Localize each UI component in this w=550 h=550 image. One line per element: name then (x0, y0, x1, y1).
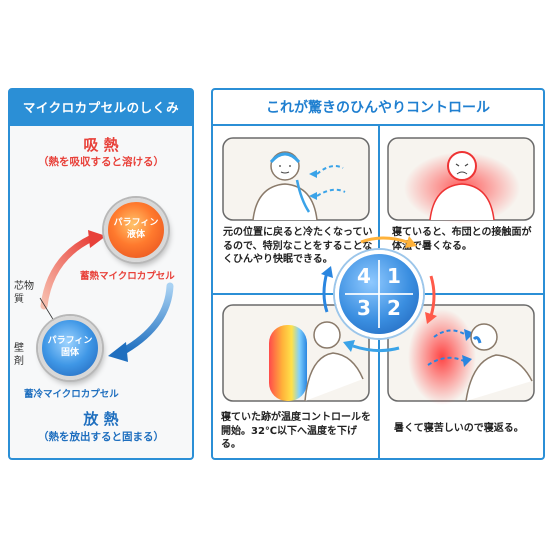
step-2-text: 暑くて寝苦しいので寝返る。 (394, 423, 524, 434)
blue-capsule-line1: パラフィン (47, 336, 93, 346)
wall-material-label: 壁 剤 (14, 342, 24, 368)
heat-storage-caption: 蓄熱マイクロカプセル (80, 271, 175, 282)
dial-number-1: 1 (387, 264, 401, 288)
step-4-text: 元の位置に戻ると冷たくなっているので、特別なことをすることなくひんやり快眠できる… (223, 227, 373, 265)
core-label-line1: 芯物 (14, 281, 34, 292)
temperature-control-illustration (222, 304, 370, 402)
cool-arrow-down (118, 282, 174, 356)
microcapsule-mechanism-panel: マイクロカプセルのしくみ 吸 熱 （熱を吸収すると溶ける） パラフィン 液体 蓄… (8, 88, 194, 460)
mechanism-header: マイクロカプセルのしくみ (10, 90, 192, 126)
turning-over-illustration (387, 304, 535, 405)
step-4-cell: 元の位置に戻ると冷たくなっているので、特別なことをすることなくひんやり快眠できる… (213, 128, 378, 293)
step-1-cell: 寝ていると、布団との接触面が体温で暑くなる。 (380, 128, 543, 293)
wall-label-line2: 剤 (14, 356, 24, 367)
cold-storage-capsule: パラフィン 固体 (38, 316, 102, 380)
dial-number-2: 2 (387, 296, 401, 320)
cooling-control-header: これが驚きのひんやりコントロール (213, 90, 543, 126)
heat-release-subtitle: （熱を放出すると固まる） (38, 431, 164, 443)
dial-number-4: 4 (357, 264, 371, 288)
step-3-text: 寝ていた跡が温度コントロールを開始。32℃以下へ温度を下げる。 (221, 412, 371, 450)
heat-absorb-title: 吸 熱 (83, 136, 119, 154)
step-cycle-dial: 4 1 3 2 (335, 250, 423, 338)
cooling-control-panel: これが驚きのひんやりコントロール 元の位置に戻ると冷たくなっているので、特別なこ… (211, 88, 545, 460)
red-capsule-line1: パラフィン (113, 218, 159, 228)
cool-sleeper-illustration (222, 137, 370, 221)
core-material-label: 芯物 質 (14, 280, 34, 306)
heat-absorb-subtitle: （熱を吸収すると溶ける） (38, 156, 164, 168)
blue-capsule-line2: 固体 (60, 348, 79, 358)
red-capsule-line2: 液体 (126, 230, 145, 240)
cool-arrow-down-head (108, 342, 128, 362)
heat-storage-capsule: パラフィン 液体 (104, 198, 168, 262)
heat-release-title: 放 熱 (83, 410, 119, 428)
step-3-cell: 寝ていた跡が温度コントロールを開始。32℃以下へ温度を下げる。 (213, 295, 378, 460)
step-1-text: 寝ていると、布団との接触面が体温で暑くなる。 (392, 227, 532, 252)
wall-label-line1: 壁 (14, 343, 24, 354)
dial-divider-horizontal (345, 293, 413, 295)
dial-number-3: 3 (357, 296, 371, 320)
step-2-cell: 暑くて寝苦しいので寝返る。 (380, 295, 543, 460)
cold-storage-caption: 蓄冷マイクロカプセル (24, 389, 119, 400)
core-label-line2: 質 (14, 294, 24, 305)
hot-sleeper-illustration (387, 137, 535, 224)
